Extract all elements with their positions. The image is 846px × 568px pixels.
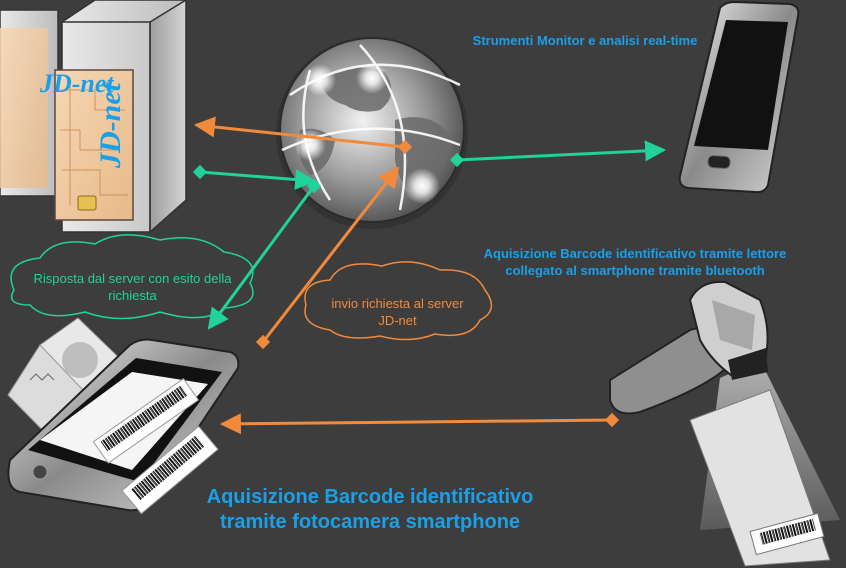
barcode-scanner-icon [609,280,840,567]
arrow-server-to-globe [192,164,317,190]
monitor-label: Strumenti Monitor e analisi real-time [472,33,698,48]
server-racks [0,0,187,234]
camera-scan-line-1: Aquisizione Barcode identificativo [206,486,534,508]
logo-text-2: JD-net [94,81,127,169]
arrow-server-response [193,116,413,155]
arrow-scanner-to-phone [219,412,620,435]
response-bubble [10,234,254,320]
camera-scan-line-2: tramite fotocamera smartphone [219,511,521,533]
smartphone-camera [7,317,240,515]
camera-scan-title: Aquisizione Barcode identificativo trami… [150,485,590,535]
smartphone-monitor [678,0,800,194]
request-label: invio richiesta al server JD-net [331,296,464,328]
request-bubble [304,261,493,341]
server-response-label: Risposta dal server con esito della rich… [33,271,232,303]
arrow-request-to-globe [255,166,400,350]
arrow-response-to-phone [207,178,322,330]
logo-text-1: JD-net [39,69,114,98]
bluetooth-scan-label: Aquisizione Barcode identificativo trami… [483,246,787,278]
globe-icon [276,37,468,229]
arrow-globe-to-monitor [449,140,667,168]
